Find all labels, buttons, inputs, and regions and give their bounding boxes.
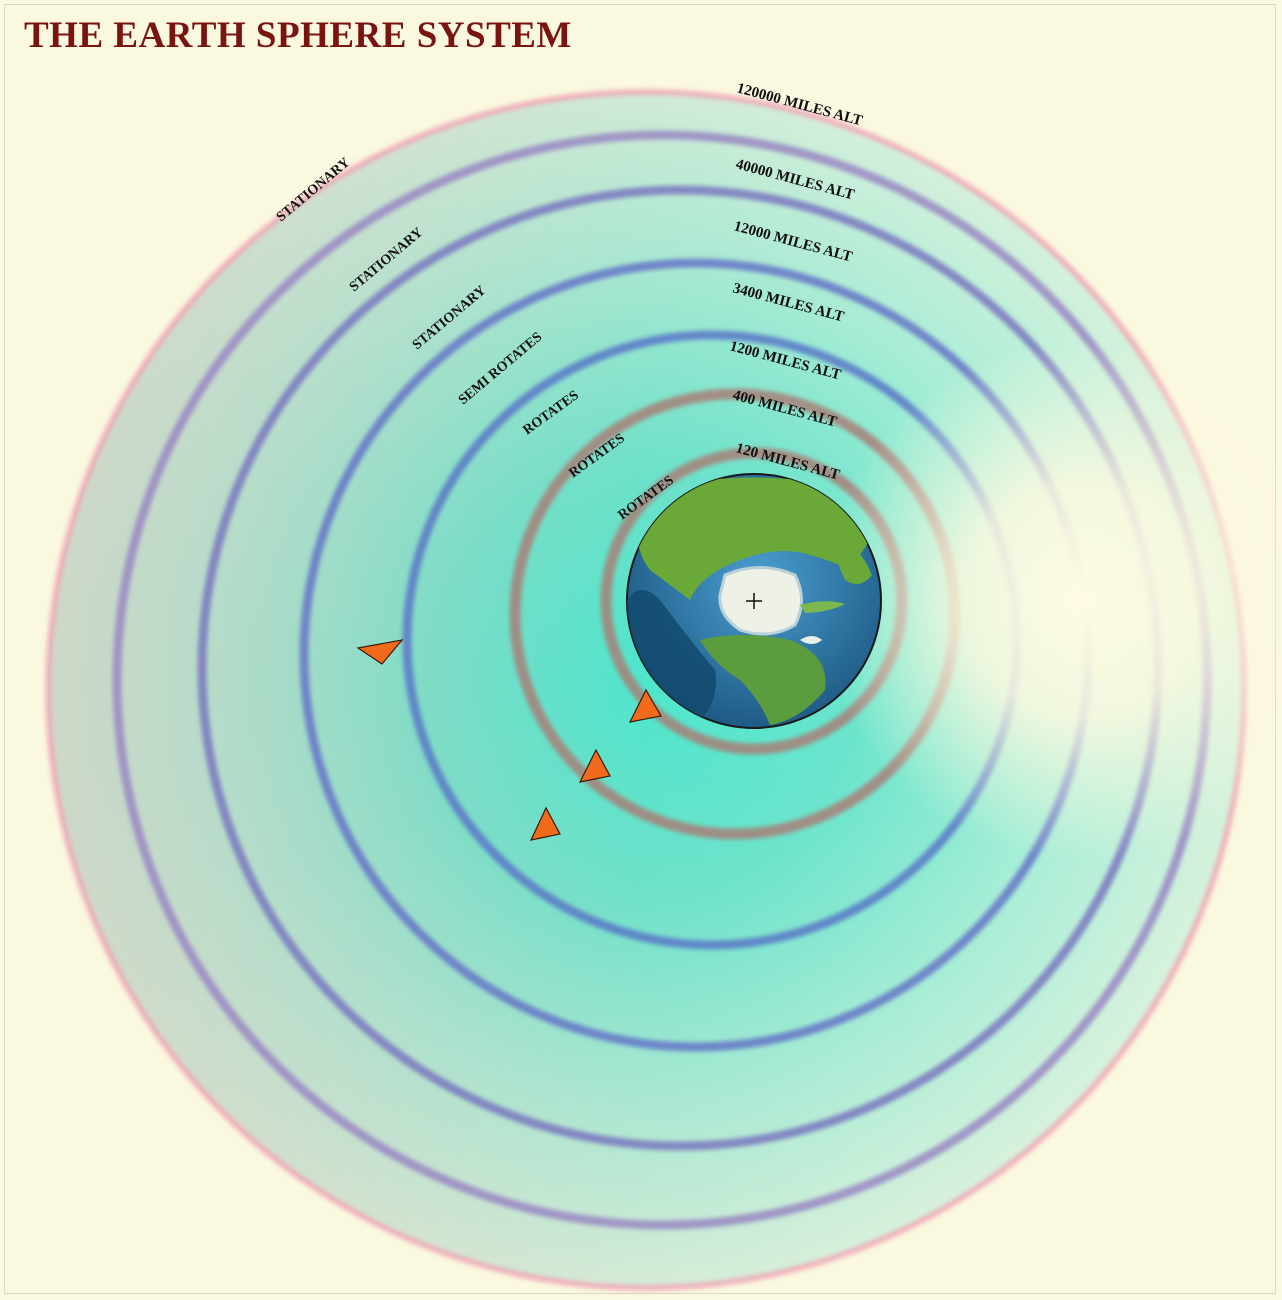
triangle-marker-icon-4 — [529, 806, 561, 841]
continent-south — [700, 635, 826, 725]
earth-globe — [626, 473, 882, 729]
diagram-title: THE EARTH SPHERE SYSTEM — [24, 15, 572, 56]
ocean-dark-west — [627, 590, 716, 720]
orbit-markers — [356, 639, 662, 841]
continent-east — [830, 530, 872, 584]
island-small — [800, 636, 822, 644]
triangle-marker-icon-2 — [628, 688, 662, 723]
continent-north — [636, 477, 870, 600]
triangle-marker-icon-3 — [578, 748, 611, 783]
light-glow — [810, 330, 1282, 870]
triangle-marker-icon-1 — [356, 639, 404, 665]
island-east — [800, 601, 845, 613]
